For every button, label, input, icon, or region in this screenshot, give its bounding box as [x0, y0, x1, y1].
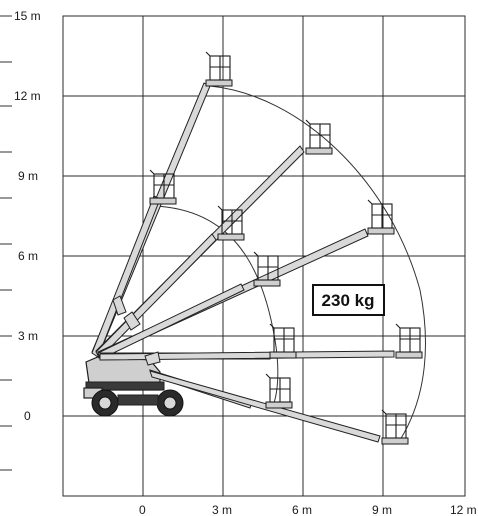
- x-label-3m: 3 m: [212, 503, 232, 516]
- x-label-9m: 9 m: [372, 503, 392, 516]
- y-label-15m: 15 m: [14, 9, 41, 23]
- grid: [62, 15, 466, 497]
- platform-basket-icon: [217, 205, 245, 241]
- platform-basket-icon: [205, 51, 233, 87]
- y-axis-labels: 15 m 12 m 9 m 6 m 3 m 0: [14, 9, 41, 423]
- platform-basket-icon: [253, 251, 281, 287]
- y-minor-ticks: [0, 15, 12, 471]
- platform-basket-icon: [149, 169, 177, 205]
- load-capacity-box: 230 kg: [312, 284, 385, 316]
- x-label-12m: 12 m: [450, 503, 477, 516]
- x-axis-labels: 0 3 m 6 m 9 m 12 m: [139, 503, 477, 516]
- working-envelope: [154, 85, 426, 441]
- platform-basket-icon: [381, 409, 409, 445]
- platform-basket-icon: [269, 323, 297, 359]
- x-label-6m: 6 m: [292, 503, 312, 516]
- y-label-0: 0: [24, 409, 31, 423]
- y-label-12m: 12 m: [14, 89, 41, 103]
- boom-lift-machine-icon: [83, 355, 184, 417]
- x-label-0: 0: [139, 503, 146, 516]
- booms: [91, 82, 395, 443]
- boom-down-long: [149, 370, 381, 443]
- platform-basket-icon: [367, 199, 395, 235]
- platform-basket-icon: [395, 323, 423, 359]
- boom-mid-short: [95, 233, 217, 359]
- baskets: [149, 51, 423, 445]
- boom-horizontal-long: [99, 350, 395, 361]
- platform-basket-icon: [305, 119, 333, 155]
- y-label-9m: 9 m: [18, 169, 38, 183]
- y-label-3m: 3 m: [18, 329, 38, 343]
- y-label-6m: 6 m: [18, 249, 38, 263]
- platform-basket-icon: [265, 373, 293, 409]
- load-capacity-label: 230 kg: [322, 291, 375, 310]
